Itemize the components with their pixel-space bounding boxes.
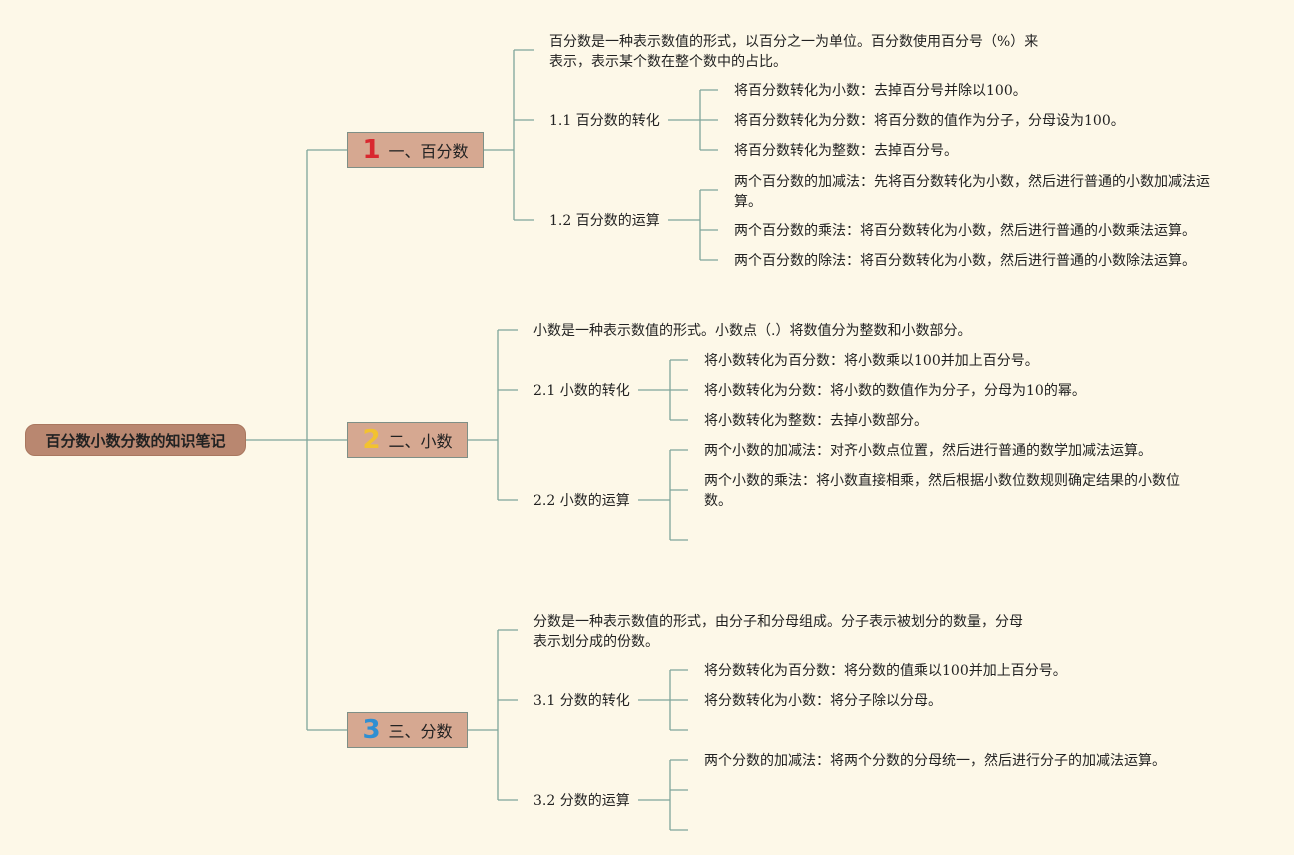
leaf-item[interactable]: 两个分数的加减法：将两个分数的分母统一，然后进行分子的加减法运算。 <box>704 753 1166 769</box>
branch-decimal[interactable]: 2 二、小数 <box>347 422 468 458</box>
branch-label: 二、小数 <box>388 432 453 451</box>
subtopic-label[interactable]: 3.2 分数的运算 <box>533 793 630 809</box>
leaf-item[interactable]: 将分数转化为小数：将分子除以分母。 <box>704 693 942 709</box>
leaf-item[interactable]: 将小数转化为分数：将小数的数值作为分子，分母为10的幂。 <box>704 383 1086 399</box>
branch-label: 三、分数 <box>388 722 453 741</box>
leaf-item[interactable]: 两个百分数的加减法：先将百分数转化为小数，然后进行普通的小数加减法运算。 <box>734 174 1210 210</box>
subtopic-label[interactable]: 1.2 百分数的运算 <box>549 213 660 229</box>
definition-text: 小数是一种表示数值的形式。小数点（.）将数值分为整数和小数部分。 <box>533 323 972 339</box>
leaf-item[interactable]: 将百分数转化为小数：去掉百分号并除以100。 <box>734 83 1027 99</box>
subtopic-label[interactable]: 3.1 分数的转化 <box>533 693 630 709</box>
root-topic[interactable]: 百分数小数分数的知识笔记 <box>25 424 246 456</box>
branch-percent[interactable]: 1 一、百分数 <box>347 132 484 168</box>
leaf-item[interactable]: 将小数转化为整数：去掉小数部分。 <box>704 413 928 429</box>
leaf-item[interactable]: 将小数转化为百分数：将小数乘以100并加上百分号。 <box>704 353 1039 369</box>
leaf-item[interactable]: 将分数转化为百分数：将分数的值乘以100并加上百分号。 <box>704 663 1067 679</box>
leaf-item[interactable]: 将百分数转化为分数：将百分数的值作为分子，分母设为100。 <box>734 113 1125 129</box>
branch-label: 一、百分数 <box>388 142 469 161</box>
definition-text: 分数是一种表示数值的形式，由分子和分母组成。分子表示被划分的数量，分母表示划分成… <box>533 614 1023 650</box>
leaf-item[interactable]: 两个百分数的除法：将百分数转化为小数，然后进行普通的小数除法运算。 <box>734 253 1196 269</box>
subtopic-label[interactable]: 1.1 百分数的转化 <box>549 113 660 129</box>
root-topic-label: 百分数小数分数的知识笔记 <box>45 431 226 450</box>
leaf-item[interactable]: 将百分数转化为整数：去掉百分号。 <box>734 143 958 159</box>
number-2-icon: 2 <box>362 425 381 455</box>
number-1-icon: 1 <box>362 135 381 165</box>
leaf-item[interactable]: 两个百分数的乘法：将百分数转化为小数，然后进行普通的小数乘法运算。 <box>734 223 1196 239</box>
subtopic-label[interactable]: 2.2 小数的运算 <box>533 493 630 509</box>
leaf-item[interactable]: 两个小数的乘法：将小数直接相乘，然后根据小数位数规则确定结果的小数位数。 <box>704 473 1180 509</box>
number-3-icon: 3 <box>362 715 381 745</box>
subtopic-label[interactable]: 2.1 小数的转化 <box>533 383 630 399</box>
leaf-item[interactable]: 两个小数的加减法：对齐小数点位置，然后进行普通的数学加减法运算。 <box>704 443 1152 459</box>
definition-text: 百分数是一种表示数值的形式，以百分之一为单位。百分数使用百分号（%）来表示，表示… <box>549 34 1039 70</box>
branch-fraction[interactable]: 3 三、分数 <box>347 712 468 748</box>
